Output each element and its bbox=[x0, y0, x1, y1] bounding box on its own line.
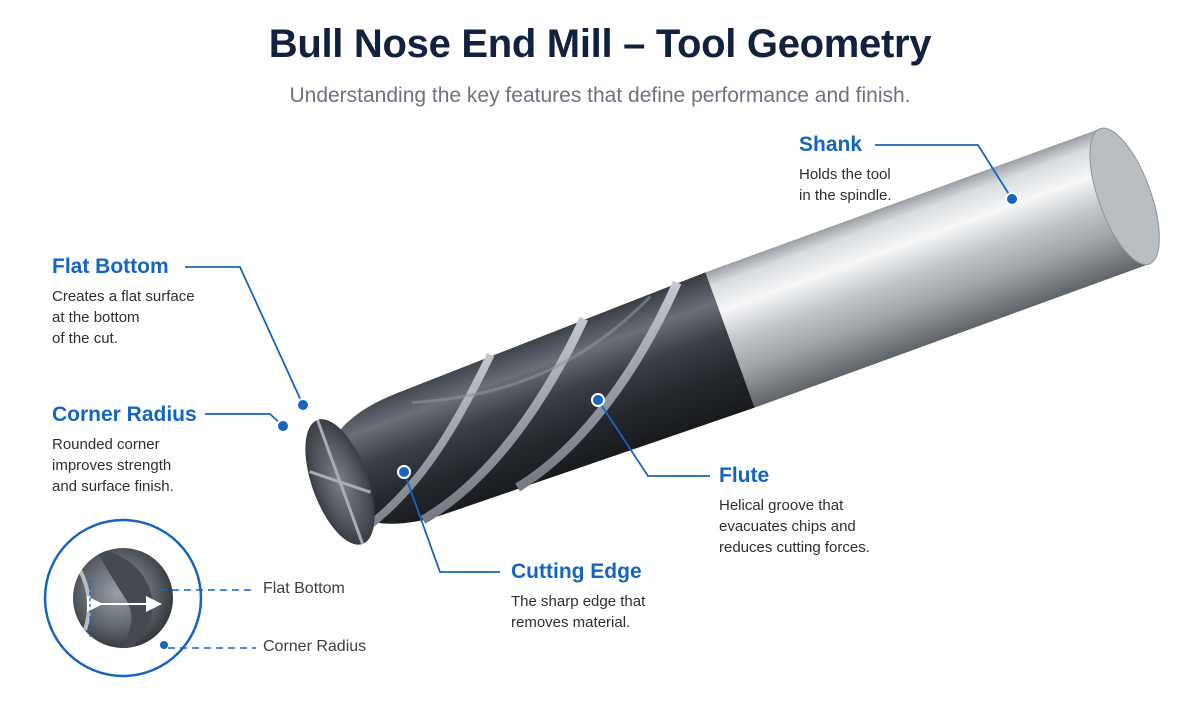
inset-flat-bottom-label: Flat Bottom bbox=[263, 580, 345, 597]
flute-desc-line: reduces cutting forces. bbox=[719, 539, 870, 556]
flat-bottom-desc-line: of the cut. bbox=[52, 330, 118, 347]
inset-detail bbox=[43, 518, 256, 678]
flat-bottom-title: Flat Bottom bbox=[52, 255, 169, 278]
flat-bottom-desc-line: at the bottom bbox=[52, 309, 140, 326]
corner-radius-desc-line: Rounded corner bbox=[52, 436, 160, 453]
corner-radius-callout: Corner Radius Rounded corner improves st… bbox=[52, 403, 197, 497]
inset-corner-radius-label: Corner Radius bbox=[263, 638, 367, 655]
helix-edge-3 bbox=[368, 353, 495, 527]
corner-radius-marker bbox=[276, 419, 290, 433]
leader-corner-radius bbox=[205, 413, 284, 427]
shank-end-cap bbox=[1089, 127, 1160, 266]
page-title: Bull Nose End Mill – Tool Geometry bbox=[268, 22, 932, 66]
shank-callout: Shank Holds the tool in the spindle. bbox=[799, 133, 892, 206]
leader-lines bbox=[185, 144, 1013, 573]
corner-radius-title: Corner Radius bbox=[52, 403, 197, 426]
flat-bottom-desc-line: Creates a flat surface bbox=[52, 288, 195, 305]
shank-description: Holds the tool in the spindle. bbox=[799, 164, 892, 206]
cutting-edge-marker bbox=[397, 465, 411, 479]
page-subtitle: Understanding the key features that defi… bbox=[289, 84, 911, 107]
shank-desc-line: in the spindle. bbox=[799, 187, 892, 204]
inset-corner-marker bbox=[160, 641, 168, 649]
cutting-edge-callout: Cutting Edge The sharp edge that removes… bbox=[511, 560, 645, 633]
corner-radius-description: Rounded corner improves strength and sur… bbox=[52, 434, 197, 497]
shank-desc-line: Holds the tool bbox=[799, 166, 891, 183]
end-mill-tool bbox=[305, 127, 1160, 545]
helix-edge-1 bbox=[515, 280, 682, 492]
flat-bottom-marker bbox=[296, 398, 310, 412]
leader-shank bbox=[875, 144, 1013, 200]
shank-marker bbox=[1005, 192, 1019, 206]
tip-face-edges bbox=[309, 419, 371, 545]
inset-flute-shape bbox=[95, 548, 153, 648]
leader-flat-bottom bbox=[185, 266, 304, 406]
flute-title: Flute bbox=[719, 464, 770, 487]
cutting-edge-desc-line: removes material. bbox=[511, 614, 631, 631]
flute-marker bbox=[591, 393, 605, 407]
leader-flute bbox=[597, 399, 710, 477]
flute-desc-line: Helical groove that bbox=[719, 497, 844, 514]
shank-body bbox=[705, 128, 1150, 408]
flute-desc-line: evacuates chips and bbox=[719, 518, 856, 535]
cutting-edge-title: Cutting Edge bbox=[511, 560, 642, 583]
cutting-edge-desc-line: The sharp edge that bbox=[511, 593, 646, 610]
cutting-edge-description: The sharp edge that removes material. bbox=[511, 591, 645, 633]
flat-bottom-callout: Flat Bottom Creates a flat surface at th… bbox=[52, 255, 195, 349]
flute-callout: Flute Helical groove that evacuates chip… bbox=[719, 464, 870, 558]
anchor-dots bbox=[276, 192, 1019, 479]
corner-radius-desc-line: and surface finish. bbox=[52, 478, 174, 495]
flat-bottom-description: Creates a flat surface at the bottom of … bbox=[52, 286, 195, 349]
helix-edge-2 bbox=[420, 316, 588, 524]
corner-radius-desc-line: improves strength bbox=[52, 457, 172, 474]
helix-highlight bbox=[412, 295, 652, 404]
shank-title: Shank bbox=[799, 133, 863, 156]
flute-description: Helical groove that evacuates chips and … bbox=[719, 495, 870, 558]
leader-cutting-edge bbox=[403, 471, 500, 573]
